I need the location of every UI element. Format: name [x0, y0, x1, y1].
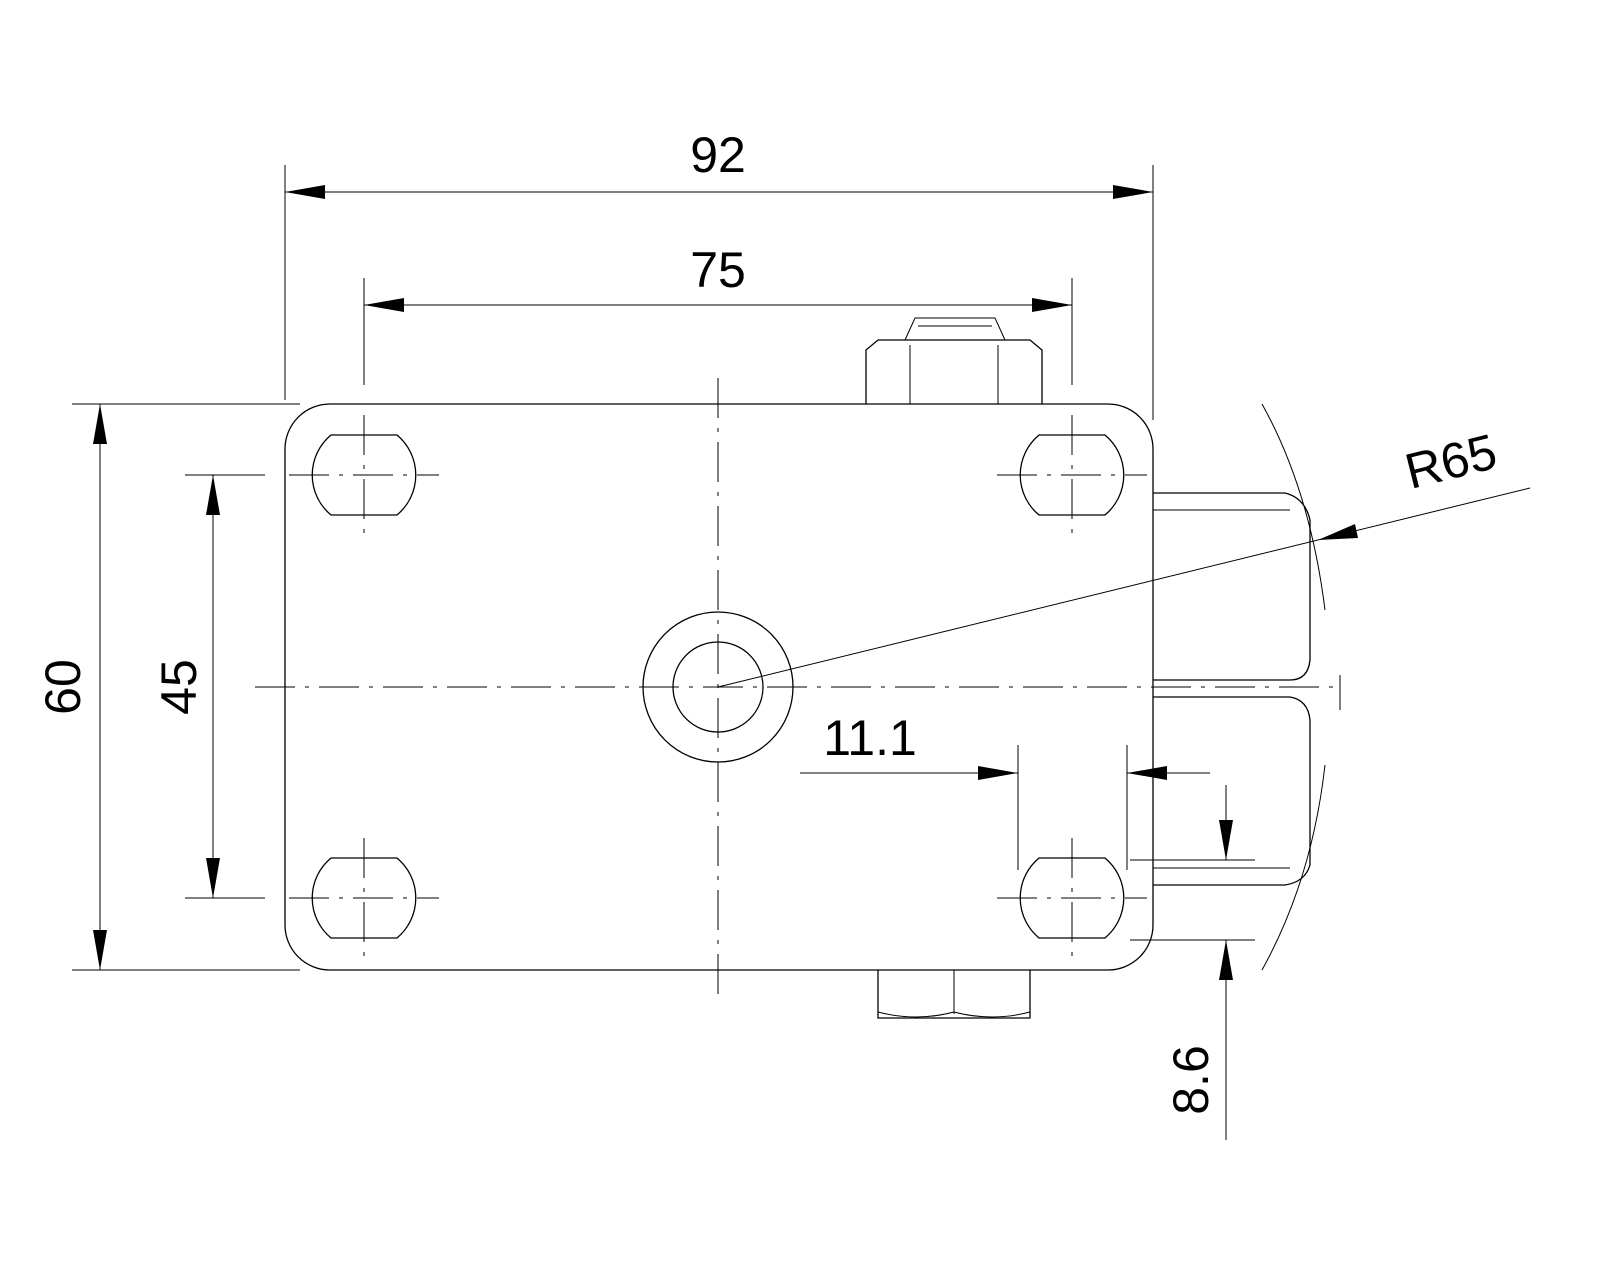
- dimension-label: 8.6: [1163, 1045, 1219, 1115]
- dimension-label: 75: [690, 242, 746, 298]
- radius-arc-upper: [1261, 403, 1326, 611]
- bottom-hex-nut: [877, 970, 1031, 1019]
- dimension-11-1: 11.1: [800, 710, 1210, 870]
- dimension-45: 45: [151, 474, 265, 899]
- mounting-holes: [289, 415, 1147, 958]
- center-hole: [672, 641, 764, 733]
- dimension-8-6: 8.6: [1130, 785, 1255, 1140]
- dimension-92: 92: [284, 127, 1154, 420]
- dimension-75: 75: [363, 242, 1073, 385]
- dimension-label: 60: [35, 659, 91, 715]
- center-boss-outer: [642, 611, 794, 763]
- dimension-label: 92: [690, 127, 746, 183]
- dimension-label: R65: [1400, 423, 1503, 500]
- side-lever: [1153, 403, 1341, 971]
- dimension-label: 11.1: [823, 710, 917, 766]
- radius-arc-lower: [1261, 764, 1326, 971]
- dimension-60: 60: [35, 403, 300, 971]
- dimension-label: 45: [151, 659, 207, 715]
- dimension-r65: R65: [717, 423, 1531, 688]
- top-hex-nut: [865, 317, 1043, 404]
